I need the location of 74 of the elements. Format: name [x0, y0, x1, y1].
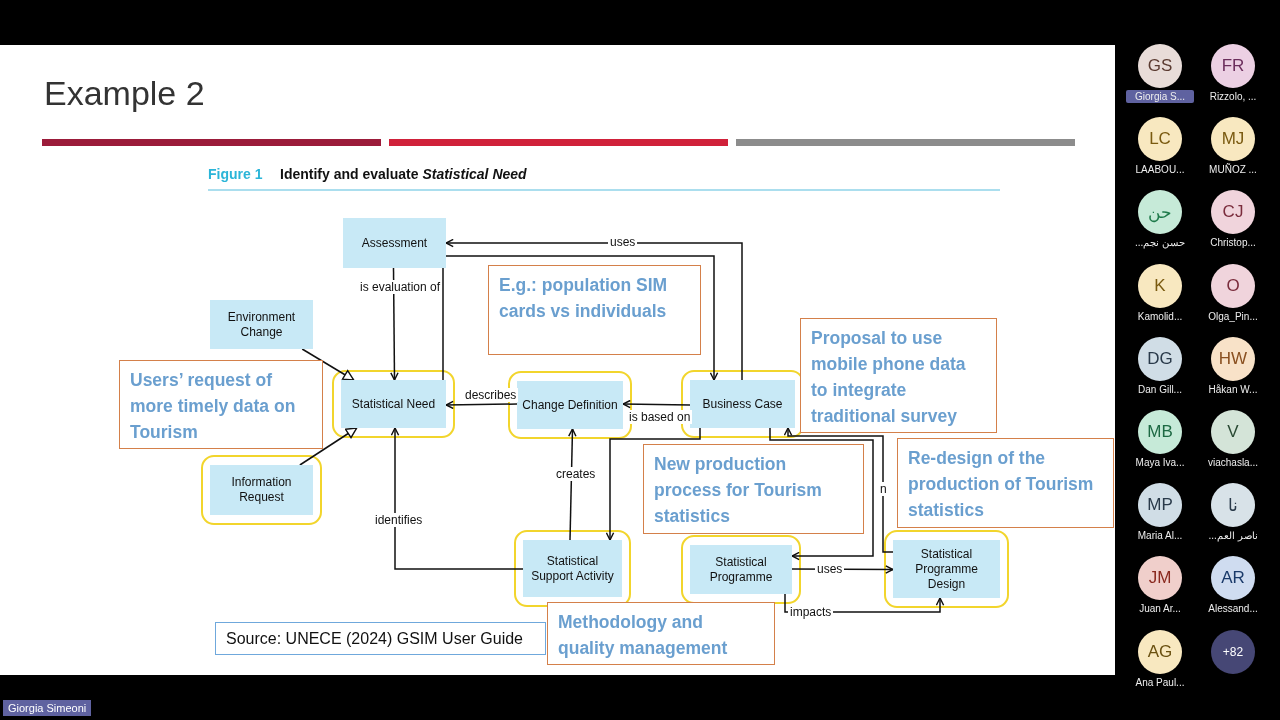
concept-box: Assessment — [343, 218, 446, 268]
edge-label: describes — [463, 388, 519, 402]
participant-name: Alessand... — [1207, 602, 1259, 616]
concept-box: Change Definition — [517, 381, 623, 429]
figure-number: Figure 1 — [208, 166, 263, 182]
annotation-box: Re-design of the production of Tourism statistics — [897, 438, 1114, 528]
concept-box: Statistical Need — [341, 380, 446, 428]
source-box: Source: UNECE (2024) GSIM User Guide — [215, 622, 546, 655]
connector-arrow — [442, 255, 719, 381]
participant-avatar: نا — [1211, 483, 1255, 528]
participant-avatar: V — [1211, 410, 1255, 454]
participant-name: Christop... — [1209, 236, 1257, 250]
connector-arrow — [390, 267, 399, 381]
participant-avatar: DG — [1138, 336, 1182, 381]
participant-avatar: AG — [1138, 629, 1182, 674]
participant-avatar: MJ — [1211, 117, 1255, 162]
concept-box: Environment Change — [210, 300, 313, 349]
presenter-name-tag: Giorgia Simeoni — [3, 700, 92, 716]
connector-arrow — [445, 238, 743, 381]
annotation-box: Users’ request of more timely data on Tourism — [119, 360, 323, 449]
edge-label: identifies — [373, 513, 425, 527]
participant-name: Giorgia S... — [1126, 90, 1194, 103]
concept-box: Statistical Programme Design — [893, 540, 1000, 598]
connector-arrow — [769, 427, 874, 561]
participant-name: Olga_Pin... — [1207, 309, 1259, 323]
concept-box: Statistical Programme — [690, 545, 792, 594]
participant-avatar: GS — [1138, 44, 1182, 88]
participant-name: Ana Paul... — [1134, 675, 1186, 689]
participant-name: MUÑOZ ... — [1208, 163, 1258, 177]
connector-arrow — [783, 427, 894, 553]
connector-arrow — [568, 428, 577, 541]
connector-arrow — [605, 427, 701, 541]
annotation-box: E.g.: population SIM cards vs individuals — [488, 265, 701, 355]
participant-name: Håkan W... — [1207, 382, 1259, 396]
annotation-box: Methodology and quality management — [547, 602, 775, 665]
participant-avatar: FR — [1211, 44, 1255, 88]
connector-arrow — [445, 400, 518, 410]
edge-label: n — [878, 482, 889, 496]
participant-name: LAABOU... — [1134, 163, 1186, 177]
participant-name: viachasla... — [1207, 456, 1259, 469]
connector-arrow — [622, 399, 691, 409]
participant-name: ناصر العم... — [1207, 529, 1259, 543]
participant-avatar: LC — [1138, 117, 1182, 162]
annotation-box: Proposal to use mobile phone data to integrate traditional survey — [800, 318, 997, 433]
participant-name: Juan Ar... — [1138, 602, 1182, 616]
participant-name: Maria Al... — [1136, 529, 1184, 543]
participant-avatar: CJ — [1211, 190, 1255, 235]
concept-box: Information Request — [210, 465, 313, 515]
participant-name: Kamolid... — [1136, 309, 1184, 323]
participant-avatar: MP — [1138, 483, 1182, 528]
participant-name: حسن نجم... — [1133, 236, 1187, 250]
participant-name: Maya Iva... — [1134, 456, 1186, 469]
slide-title: Example 2 — [44, 74, 205, 113]
edge-label: is based on — [627, 410, 693, 424]
annotation-box: New production process for Tourism statistics — [643, 444, 864, 534]
participant-avatar: حن — [1138, 190, 1182, 235]
figure-heading: Identify and evaluate Statistical Need — [280, 166, 527, 182]
participant-avatar: JM — [1138, 556, 1182, 601]
concept-box: Business Case — [690, 380, 795, 428]
edge-label: creates — [554, 467, 598, 481]
connector-arrow — [299, 427, 358, 466]
participant-avatar: O — [1211, 263, 1255, 308]
participant-avatar: AR — [1211, 556, 1255, 601]
concept-box: Statistical Support Activity — [523, 540, 622, 597]
participant-avatar: HW — [1211, 336, 1255, 381]
participant-avatar: MB — [1138, 410, 1182, 454]
edge-label: is evaluation of — [358, 280, 443, 294]
participant-name: Rizzolo, ... — [1208, 90, 1258, 103]
participant-avatar: +82 — [1211, 629, 1255, 674]
connector-arrow — [301, 348, 355, 381]
participant-avatar: K — [1138, 263, 1182, 308]
participant-name: Dan Gill... — [1137, 382, 1183, 396]
connector-arrow — [390, 427, 524, 570]
edge-label: impacts — [788, 605, 834, 619]
